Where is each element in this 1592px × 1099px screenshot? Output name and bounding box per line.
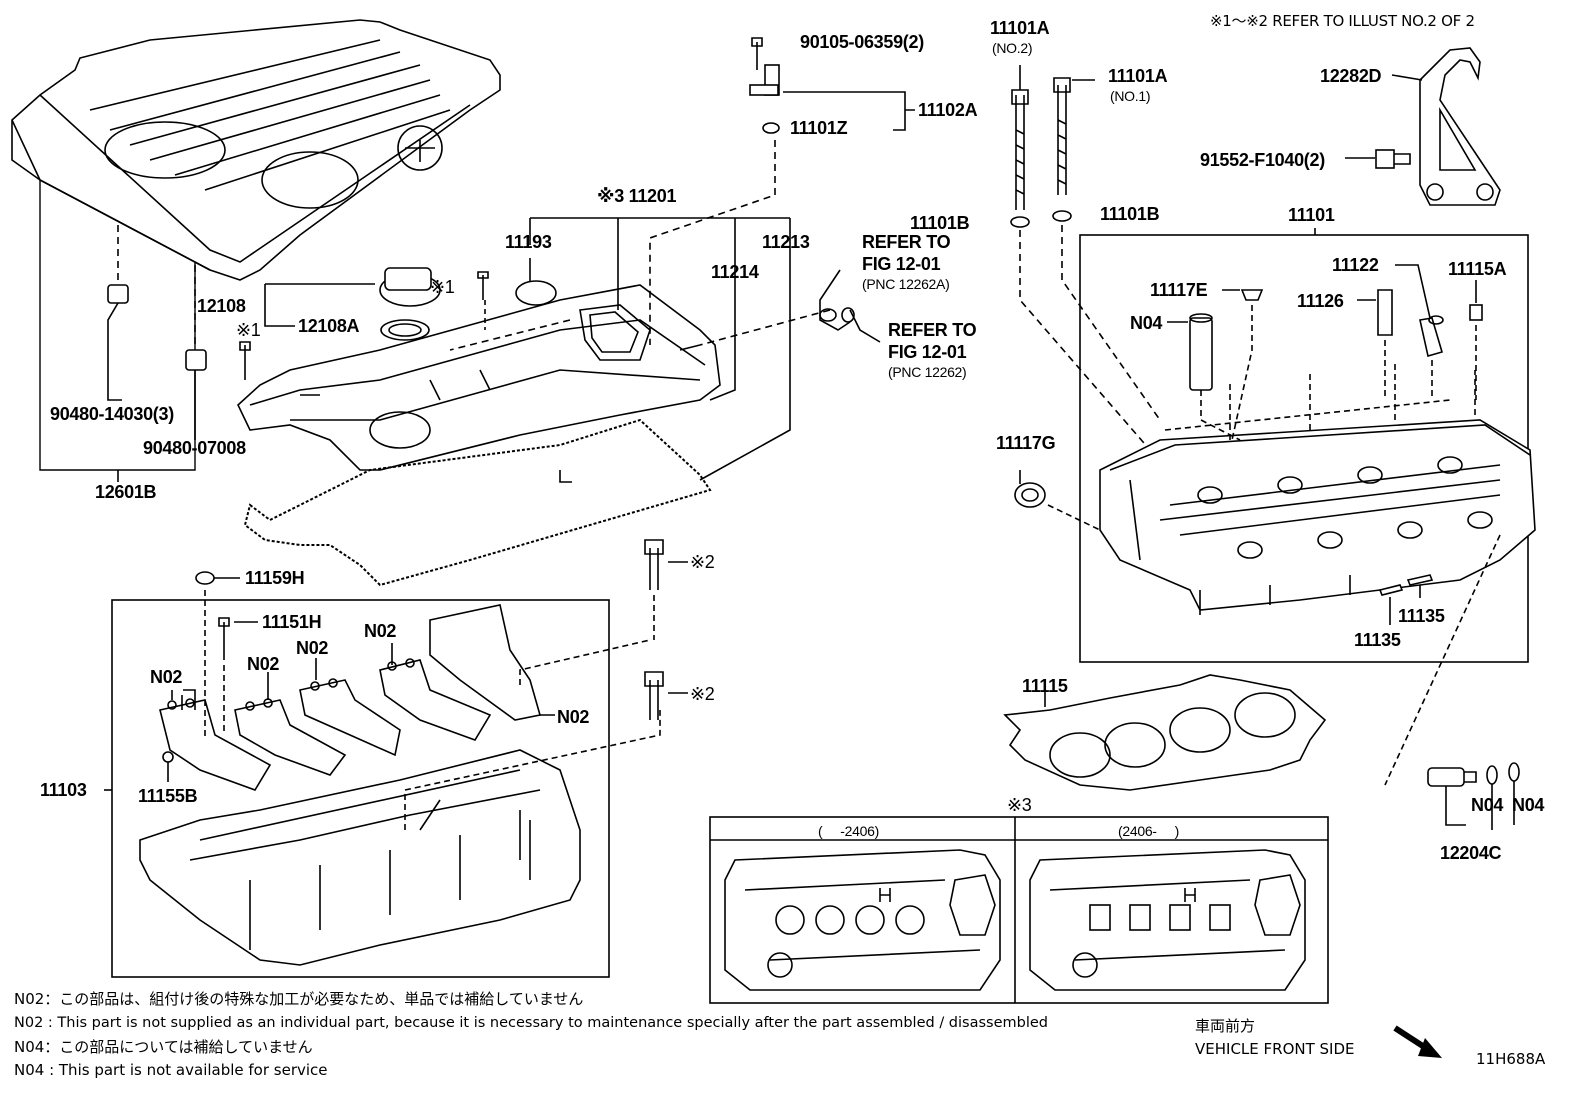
- callout-N02-3: N02: [296, 638, 329, 658]
- pin-11126: [1357, 289, 1393, 400]
- callout-11101B-left: 11101B: [910, 213, 970, 233]
- callout-12282D: 12282D: [1320, 66, 1382, 86]
- note-n04-jp: N04：この部品については補給していません: [14, 1038, 313, 1056]
- head-bolt-no1: [1052, 77, 1161, 421]
- mark-3: ※3: [1007, 795, 1032, 815]
- callout-12108A: 12108A: [298, 316, 360, 336]
- callout-11159H: 11159H: [245, 568, 305, 588]
- sensor-11102A: [649, 37, 915, 345]
- callout-N02-1: N02: [150, 667, 183, 687]
- callout-12108: 12108: [197, 296, 246, 316]
- callout-11117G: 11117G: [996, 433, 1056, 453]
- plug-11155B: [162, 751, 174, 782]
- grommet-90480-07008: [185, 265, 207, 440]
- callout-N04-a: N04: [1471, 795, 1504, 815]
- callout-12204C: 12204C: [1440, 843, 1502, 863]
- callout-11117E: 11117E: [1150, 280, 1208, 300]
- sensor-12204C: [1384, 534, 1520, 830]
- illustration-id: 11H688A: [1476, 1050, 1546, 1068]
- callout-11126: 11126: [1297, 291, 1344, 311]
- plug-11193: [515, 258, 557, 306]
- variant-right-label: (2406- ): [1118, 823, 1179, 839]
- leader-11201: [529, 217, 791, 481]
- note-n02-en: N02 : This part is not supplied as an in…: [14, 1015, 1048, 1031]
- pins-11135: [1378, 574, 1434, 625]
- callout-11101A-no2-sub: (NO.2): [992, 40, 1033, 56]
- note-n04-en: N04 : This part is not available for ser…: [14, 1061, 328, 1079]
- callout-90105-06359: 90105-06359(2): [800, 32, 924, 52]
- bearing-caps: [159, 604, 651, 791]
- callout-N04-head: N04: [1130, 313, 1163, 333]
- pcv-hoses: [699, 269, 881, 346]
- grommet-90480-14030: [107, 225, 129, 401]
- refer2-line1: REFER TO: [888, 320, 977, 340]
- camshaft-housing-11103: [139, 710, 661, 966]
- head-bolt-no2: [1010, 65, 1151, 451]
- callout-11193: 11193: [505, 232, 552, 252]
- oil-filler-cap-12108: [264, 267, 441, 341]
- callout-N02-2: N02: [247, 654, 280, 674]
- callout-90480-14030: 90480-14030(3): [50, 404, 174, 424]
- callout-11135-a: 11135: [1398, 606, 1445, 626]
- callout-11201: ※3 11201: [597, 186, 677, 206]
- mark-2-b: ※2: [690, 684, 715, 704]
- callout-11135-b: 11135: [1354, 630, 1401, 650]
- pin-11122: [1395, 264, 1444, 400]
- head-cover-variant-left: [724, 849, 1001, 991]
- callout-12601B: 12601B: [95, 482, 157, 502]
- cylinder-head-11101: [1099, 360, 1536, 615]
- plug-11159H: [195, 571, 240, 740]
- front-side-en: VEHICLE FRONT SIDE: [1195, 1040, 1355, 1058]
- header-note: ※1～※2 REFER TO ILLUST NO.2 OF 2: [1210, 12, 1475, 30]
- plug-11117G: [1014, 470, 1101, 531]
- callout-N04-b: N04: [1512, 795, 1545, 815]
- callout-11214: 11214: [711, 262, 759, 282]
- bolt-mark1: [239, 271, 489, 380]
- mark-1-b: ※1: [236, 320, 261, 340]
- variant-left-label: ( -2406): [818, 823, 879, 839]
- callout-91552-F1040: 91552-F1040(2): [1200, 150, 1325, 170]
- bolt-91552: [1345, 149, 1411, 169]
- callout-11101A-no1: 11101A: [1108, 66, 1168, 86]
- head-cover-11201: [237, 284, 721, 587]
- refer2-line3: (PNC 12262): [888, 364, 967, 380]
- bolt-mark2: [644, 539, 688, 720]
- engine-hanger-12282D: [1391, 47, 1501, 206]
- callout-11115: 11115: [1022, 676, 1068, 696]
- pin-11115A: [1469, 280, 1483, 400]
- refer1-line1: REFER TO: [862, 232, 951, 252]
- engine-cover-12601B: [11, 19, 501, 482]
- callout-11122: 11122: [1332, 255, 1379, 275]
- head-cover-variant-right: [1029, 849, 1306, 991]
- callout-11213: 11213: [762, 232, 810, 252]
- callout-11101A-no2: 11101A: [990, 18, 1050, 38]
- callout-90480-07008: 90480-07008: [143, 438, 246, 458]
- callout-N02-4: N02: [364, 621, 397, 641]
- dowel-N04: [1167, 313, 1241, 441]
- head-gasket-11115: [1003, 674, 1327, 791]
- callout-11102A: 11102A: [918, 100, 978, 120]
- callout-11101: 11101: [1288, 205, 1335, 225]
- callout-11115A: 11115A: [1448, 259, 1507, 279]
- front-side-jp: 車両前方: [1195, 1017, 1256, 1035]
- bolt-11151H: [218, 617, 258, 735]
- callout-N02-5: N02: [557, 707, 590, 727]
- variant-panels: [709, 816, 1329, 1004]
- callout-11101B-right: 11101B: [1100, 204, 1160, 224]
- refer1-line2: FIG 12-01: [862, 254, 941, 274]
- mark-1-a: ※1: [430, 277, 455, 297]
- callout-11101A-no1-sub: (NO.1): [1110, 88, 1151, 104]
- callout-11101Z: 11101Z: [790, 118, 848, 138]
- refer1-line3: (PNC 12262A): [862, 276, 950, 292]
- plug-11117E: [1222, 289, 1264, 441]
- mark-2-a: ※2: [690, 552, 715, 572]
- camshaft-housing-box: [111, 599, 610, 978]
- callout-11155B: 11155B: [138, 786, 198, 806]
- callout-11103: 11103: [40, 780, 87, 800]
- note-n02-jp: N02：この部品は、組付け後の特殊な加工が必要なため、単品では補給していません: [14, 990, 584, 1008]
- refer2-line2: FIG 12-01: [888, 342, 967, 362]
- callout-11151H: 11151H: [262, 612, 322, 632]
